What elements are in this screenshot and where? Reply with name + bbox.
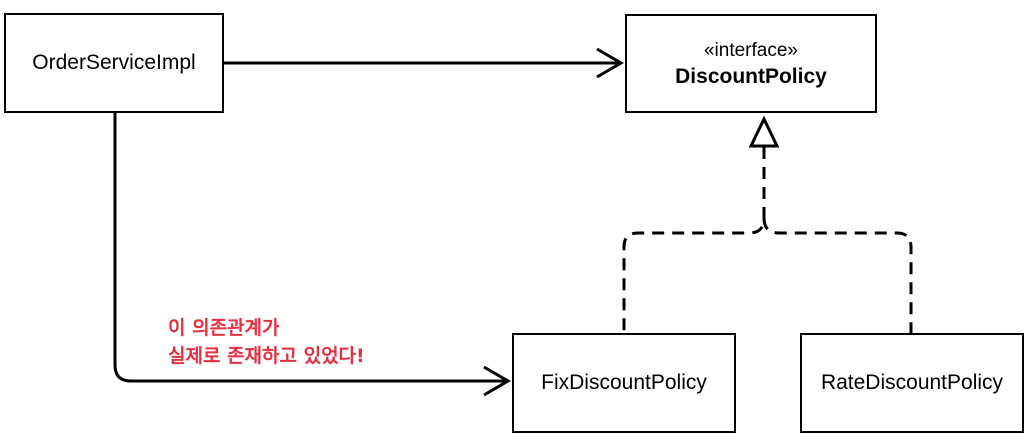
fix-discount-policy-box: FixDiscountPolicy xyxy=(512,333,736,433)
order-service-impl-label: OrderServiceImpl xyxy=(32,51,196,74)
edge-realization-group xyxy=(622,115,913,333)
edge-order-to-fixpolicy xyxy=(113,113,511,397)
realization-arrowhead xyxy=(748,115,780,148)
rate-discount-policy-box: RateDiscountPolicy xyxy=(800,333,1024,433)
dependency-note: 이 의존관계가 실제로 존재하고 있었다! xyxy=(168,314,365,370)
order-service-impl-box: OrderServiceImpl xyxy=(4,13,224,113)
edge-order-to-discountpolicy xyxy=(224,47,624,79)
fix-discount-policy-label: FixDiscountPolicy xyxy=(541,371,707,394)
discount-policy-name: DiscountPolicy xyxy=(675,64,827,88)
dependency-note-line-2: 실제로 존재하고 있었다! xyxy=(168,345,365,367)
dependency-note-line-1: 이 의존관계가 xyxy=(168,317,280,339)
rate-discount-policy-label: RateDiscountPolicy xyxy=(820,371,1004,394)
discount-policy-interface-box: «interface» DiscountPolicy xyxy=(625,14,877,113)
interface-stereotype: «interface» xyxy=(703,39,798,61)
